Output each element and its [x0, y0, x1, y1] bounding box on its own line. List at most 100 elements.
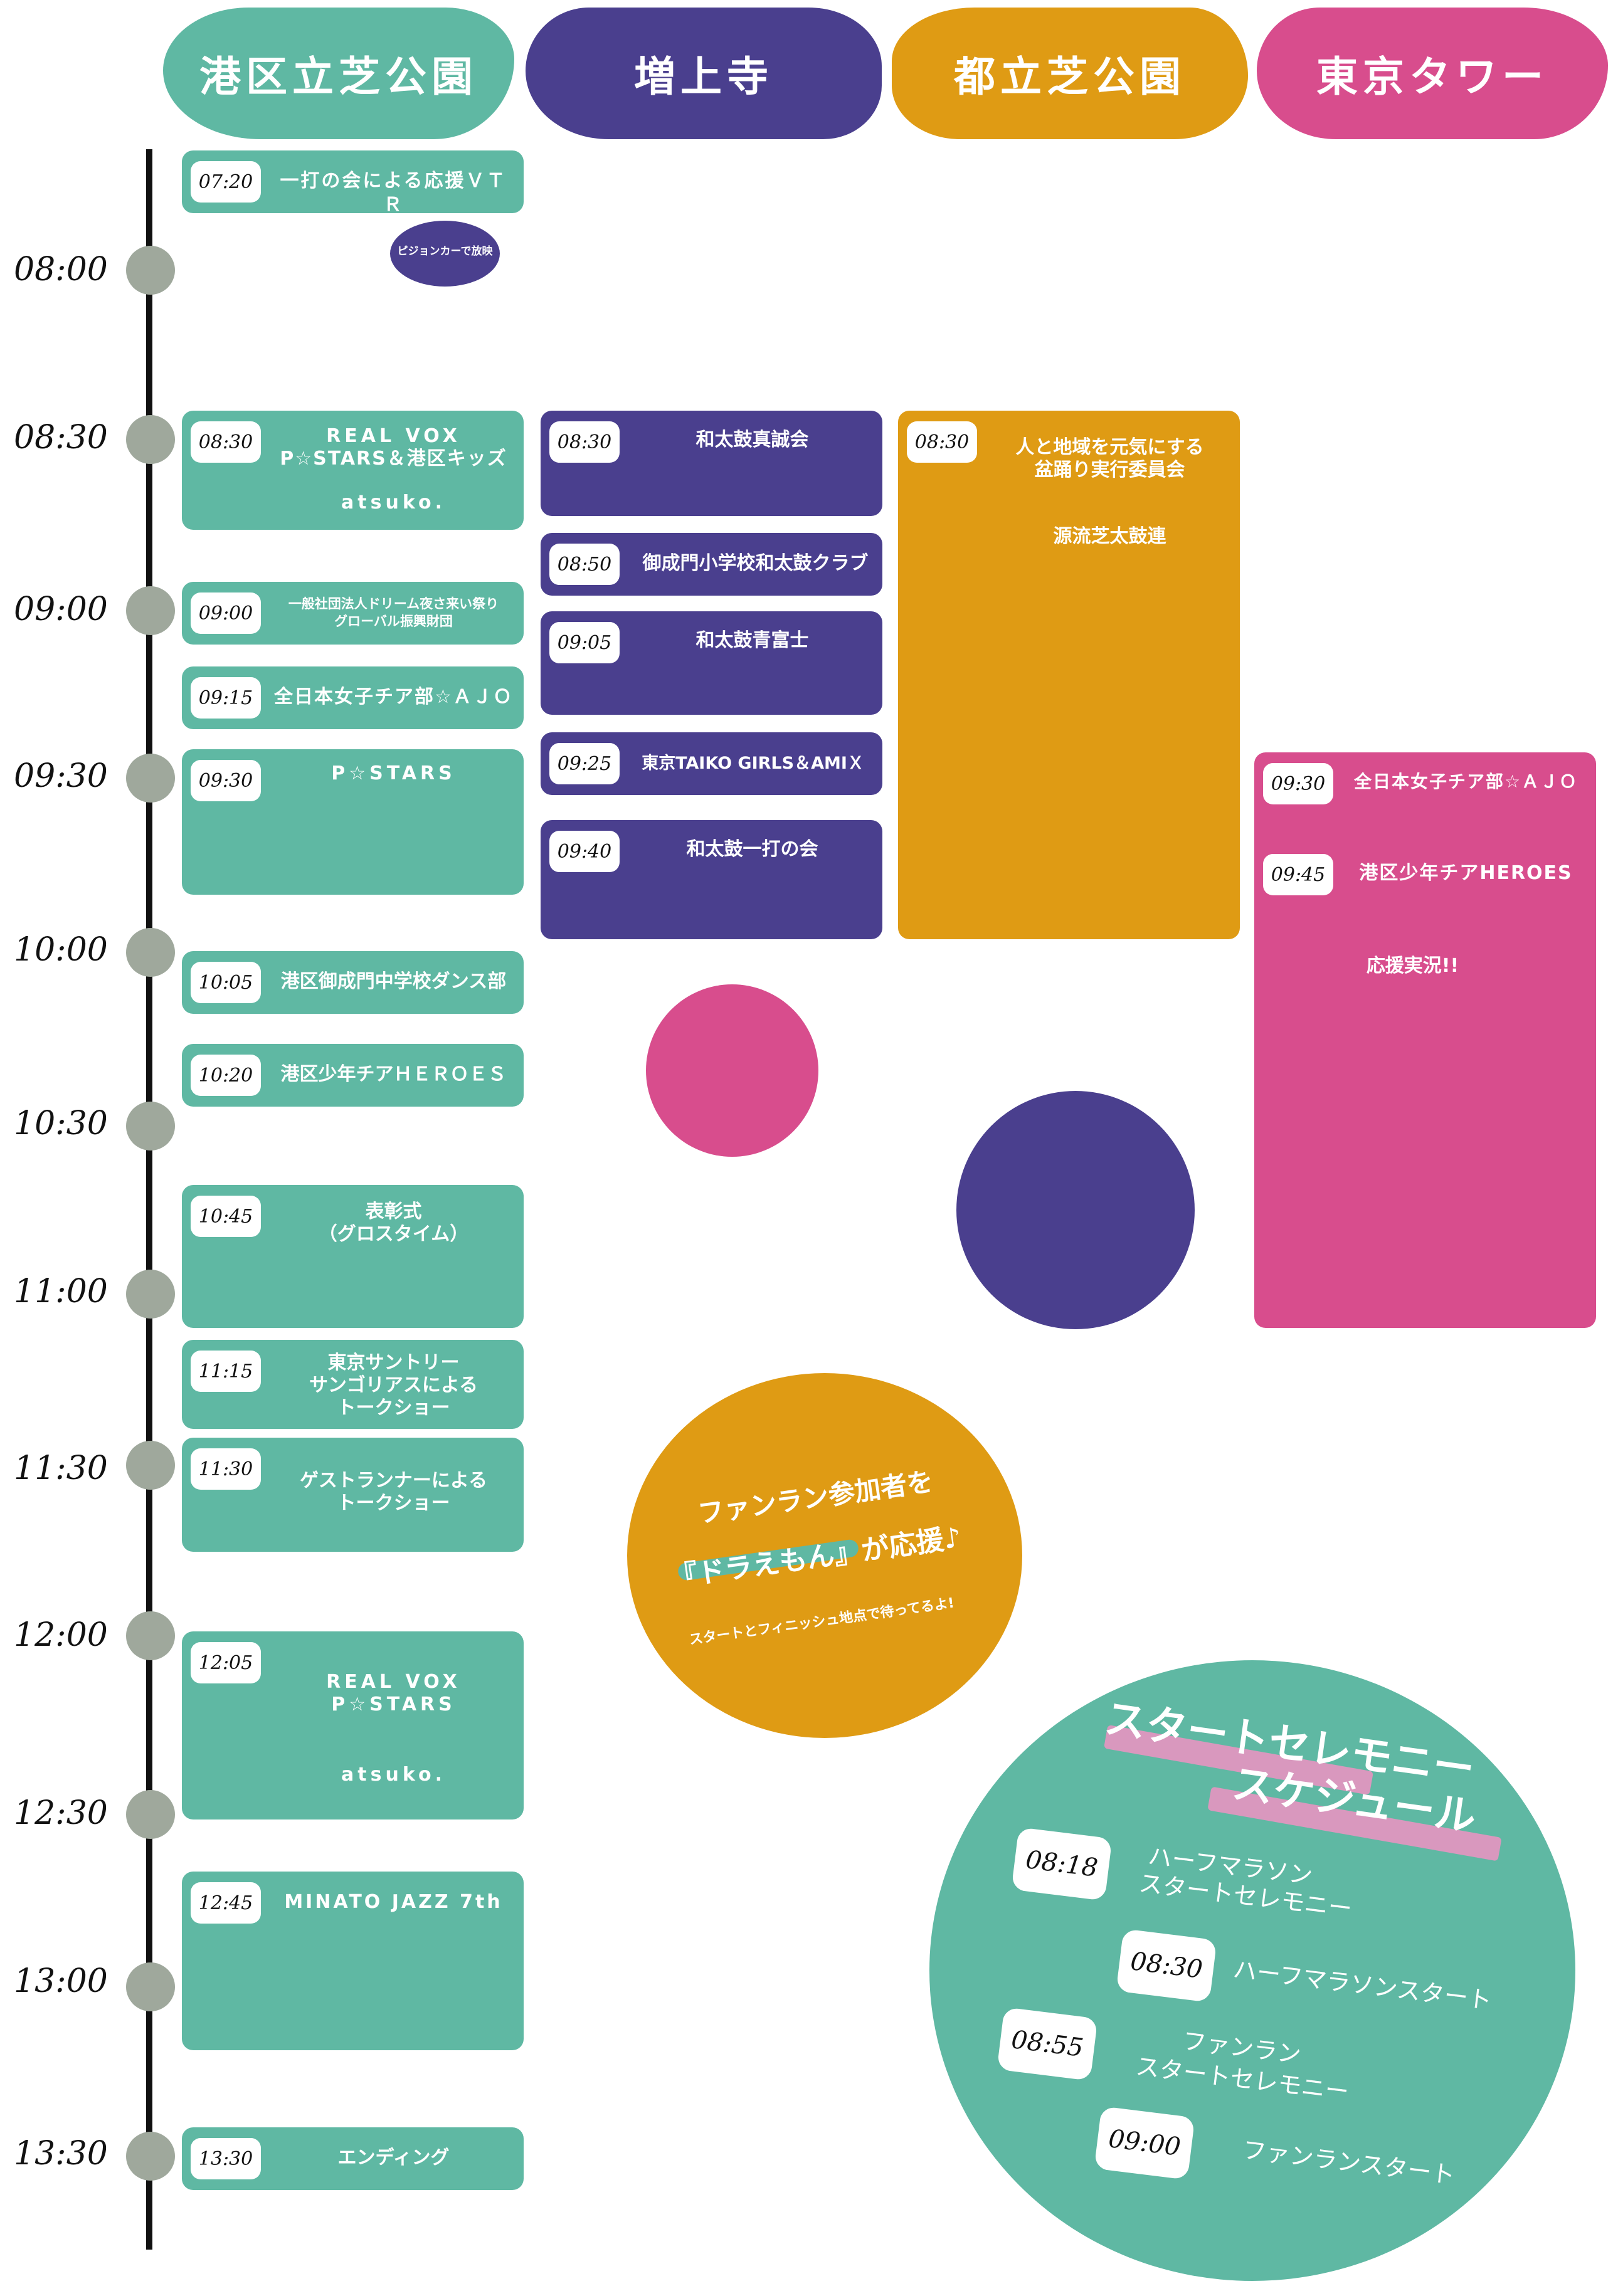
time-badge: 09:30: [191, 760, 261, 801]
timeline-label: 13:30: [14, 2135, 108, 2172]
event-title: 和太鼓真誠会: [695, 429, 809, 451]
event-block-zojoji-0850: 08:50 御成門小学校和太鼓クラブ: [541, 533, 882, 596]
event-line: 源流芝太鼓連: [1053, 525, 1166, 547]
event-line: P☆STARS: [331, 1693, 456, 1715]
event-line: 盆踊り実行委員会: [1034, 459, 1185, 481]
timeline-label: 11:30: [14, 1450, 108, 1487]
event-block-zojoji-0905: 09:05 和太鼓青富士: [541, 611, 882, 715]
time-badge: 08:30: [549, 421, 620, 463]
event-block-toritsu-0830: 08:30 人と地域を元気にする 盆踊り実行委員会 源流芝太鼓連: [898, 411, 1240, 939]
time-badge: 10:05: [191, 962, 261, 1003]
event-title: 港区少年チアＨＥＲＯＥＳ: [280, 1063, 507, 1085]
timeline-dot: [126, 586, 175, 635]
event-block-zojoji-0940: 09:40 和太鼓一打の会: [541, 820, 882, 939]
timeline-dot: [126, 1441, 175, 1490]
time-badge: 13:30: [191, 2138, 261, 2179]
pigeon-car-note: ピジョンカーで放映: [390, 221, 500, 287]
event-block-tower: 09:30 全日本女子チア部☆ＡＪＯ 09:45 港区少年チアHEROES 応援…: [1254, 752, 1596, 1328]
event-title: 和太鼓青富士: [695, 629, 809, 651]
header-minato-park: 港区立芝公園: [163, 8, 514, 139]
event-block-1020: 10:20 港区少年チアＨＥＲＯＥＳ: [182, 1044, 524, 1107]
event-title: 和太鼓一打の会: [686, 838, 818, 860]
timeline-dot: [126, 1962, 175, 2011]
decor-circle-pink: [646, 984, 818, 1157]
time-badge: 09:00: [191, 592, 261, 634]
header-toritsu-park: 都立芝公園: [892, 8, 1248, 139]
timeline-dot: [126, 1611, 175, 1660]
timeline-label: 11:00: [14, 1273, 108, 1310]
time-badge: 09:45: [1263, 854, 1333, 895]
time-badge: 09:15: [191, 677, 261, 719]
timeline-label: 10:00: [14, 931, 108, 969]
event-title: 東京TAIKO GIRLS＆AMIＸ: [642, 754, 864, 773]
event-line: ゲストランナーによる: [299, 1470, 488, 1492]
event-title: MINATO JAZZ 7th: [284, 1891, 503, 1913]
timeline-dot: [126, 1270, 175, 1319]
event-line: 東京サントリー: [327, 1352, 460, 1374]
event-block-0915: 09:15 全日本女子チア部☆ＡＪＯ: [182, 666, 524, 729]
pigeon-car-text: ピジョンカーで放映: [397, 245, 493, 258]
event-title: 御成門小学校和太鼓クラブ: [642, 552, 869, 574]
event-line: トークショー: [337, 1397, 450, 1419]
event-line: 全日本女子チア部☆ＡＪＯ: [1353, 771, 1578, 792]
event-line: （グロスタイム）: [318, 1223, 469, 1245]
time-badge: 09:05: [549, 622, 620, 663]
event-line: REAL VOX: [326, 1671, 461, 1693]
event-title: 全日本女子チア部☆ＡＪＯ: [274, 686, 513, 708]
timeline-dot: [126, 928, 175, 977]
event-block-1130: 11:30 ゲストランナーによる トークショー: [182, 1438, 524, 1552]
time-badge: 11:30: [191, 1448, 261, 1490]
time-badge: 07:20: [191, 161, 261, 203]
time-badge: 12:05: [191, 1642, 261, 1683]
ceremony-time-badge: 08:30: [1116, 1929, 1217, 2003]
event-line: トークショー: [337, 1492, 450, 1514]
event-line: グローバル振興財団: [334, 614, 453, 629]
event-line: REAL VOX: [326, 425, 461, 447]
header-tokyo-tower: 東京タワー: [1257, 8, 1608, 139]
event-block-zojoji-0830: 08:30 和太鼓真誠会: [541, 411, 882, 516]
timeline-dot: [126, 2132, 175, 2181]
event-block-1330: 13:30 エンディング: [182, 2127, 524, 2190]
event-line: 一般社団法人ドリーム夜さ来い祭り: [288, 596, 499, 611]
timeline-dot: [126, 754, 175, 803]
ceremony-time-badge: 08:55: [997, 2007, 1098, 2081]
timeline-label: 10:30: [14, 1105, 108, 1142]
timeline-dot: [126, 1102, 175, 1151]
time-badge: 12:45: [191, 1882, 261, 1924]
event-line: atsuko.: [341, 1764, 446, 1786]
time-badge: 09:30: [1263, 763, 1333, 804]
event-line: P☆STARS＆港区キッズ: [280, 448, 507, 470]
time-badge: 08:30: [907, 421, 977, 463]
event-title: エンディング: [337, 2147, 450, 2169]
time-badge: 08:30: [191, 421, 261, 463]
time-badge: 10:45: [191, 1196, 261, 1237]
time-badge: 09:25: [549, 743, 620, 784]
timeline-dot: [126, 415, 175, 464]
event-block-1205: 12:05 REAL VOX P☆STARS atsuko.: [182, 1631, 524, 1819]
timeline-label: 08:00: [14, 251, 108, 288]
time-badge: 08:50: [549, 544, 620, 585]
event-block-0830: 08:30 REAL VOX P☆STARS＆港区キッズ atsuko.: [182, 411, 524, 530]
timeline-dot: [126, 1790, 175, 1839]
timeline-label: 13:00: [14, 1962, 108, 2000]
time-badge: 11:15: [191, 1351, 261, 1392]
event-line: 表彰式: [365, 1201, 422, 1223]
event-title: P☆STARS: [331, 762, 456, 784]
time-badge: 09:40: [549, 831, 620, 872]
ceremony-time-badge: 09:00: [1094, 2106, 1195, 2180]
event-title: 一打の会による応援ＶＴＲ: [280, 170, 507, 216]
timeline-label: 08:30: [14, 419, 108, 456]
timeline-axis: [146, 149, 152, 2250]
event-block-1245: 12:45 MINATO JAZZ 7th: [182, 1872, 524, 2050]
event-title: 港区御成門中学校ダンス部: [280, 971, 507, 993]
event-block-0930: 09:30 P☆STARS: [182, 749, 524, 895]
event-line: atsuko.: [341, 492, 446, 513]
timeline-label: 12:00: [14, 1616, 108, 1654]
event-line: サンゴリアスによる: [309, 1374, 479, 1396]
event-note: 応援実況!!: [1366, 955, 1459, 977]
event-line: 人と地域を元気にする: [1015, 436, 1204, 458]
timeline-label: 12:30: [14, 1794, 108, 1832]
time-badge: 10:20: [191, 1055, 261, 1096]
event-block-1115: 11:15 東京サントリー サンゴリアスによる トークショー: [182, 1340, 524, 1429]
ceremony-time-badge: 08:18: [1011, 1827, 1113, 1901]
